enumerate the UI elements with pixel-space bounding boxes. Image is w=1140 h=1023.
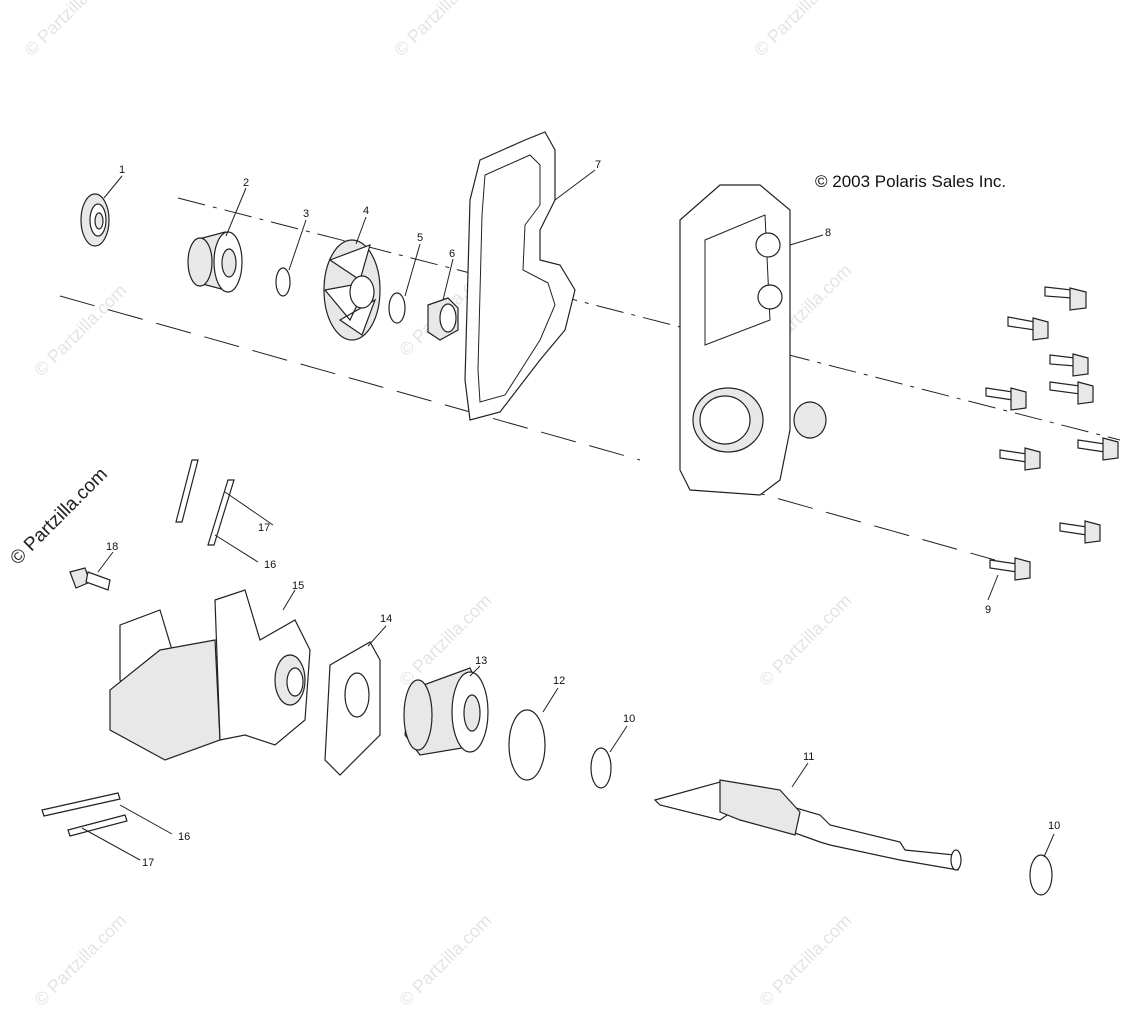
callout-4: 4 xyxy=(363,205,369,217)
part-7-gasket xyxy=(464,131,576,421)
part-6-nut xyxy=(427,297,459,341)
part-1-seal xyxy=(80,193,110,247)
callout-labels: 1 2 3 4 5 6 7 8 9 10 10 11 12 13 14 15 1… xyxy=(106,159,1060,869)
callout-11: 11 xyxy=(803,751,814,763)
part-11-shaft xyxy=(653,779,962,871)
leader-lines xyxy=(81,169,1055,861)
callout-10b: 10 xyxy=(1048,820,1060,832)
callout-9: 9 xyxy=(985,604,991,616)
callout-3: 3 xyxy=(303,208,309,220)
callout-15: 15 xyxy=(292,580,304,592)
callout-5: 5 xyxy=(417,232,423,244)
callout-16a: 16 xyxy=(264,559,276,571)
callout-7: 7 xyxy=(595,159,601,171)
callout-10a: 10 xyxy=(623,713,635,725)
part-9-bolts xyxy=(985,286,1119,581)
callout-17a: 17 xyxy=(258,522,270,534)
part-10-washer xyxy=(1029,854,1053,896)
part-15-pump xyxy=(109,589,311,761)
part-16-17-pins-upper xyxy=(175,459,235,546)
callout-18: 18 xyxy=(106,541,118,553)
copyright-notice: © 2003 Polaris Sales Inc. xyxy=(815,172,1007,191)
part-16-17-pins-lower xyxy=(41,792,128,837)
part-12-oring xyxy=(508,709,546,781)
callout-13: 13 xyxy=(475,655,487,667)
part-18-bolt xyxy=(69,567,111,591)
part-5-washer xyxy=(388,292,406,324)
callout-2: 2 xyxy=(243,177,249,189)
callout-8: 8 xyxy=(825,227,831,239)
center-axis-upper xyxy=(177,197,1121,441)
callout-16b: 16 xyxy=(178,831,190,843)
callout-14: 14 xyxy=(380,613,392,625)
part-8-cover xyxy=(679,184,827,496)
part-14-gasket xyxy=(324,641,381,776)
center-axis-lower xyxy=(59,295,641,461)
callout-1: 1 xyxy=(119,164,125,176)
part-3-ring xyxy=(275,267,291,297)
part-10-washer xyxy=(590,747,612,789)
center-axis-bolt xyxy=(729,484,996,561)
callout-12: 12 xyxy=(553,675,565,687)
part-4-impeller xyxy=(323,239,381,341)
part-2-bearing xyxy=(187,231,243,293)
callout-6: 6 xyxy=(449,248,455,260)
callout-17b: 17 xyxy=(142,857,154,869)
part-13-housing xyxy=(403,667,489,756)
